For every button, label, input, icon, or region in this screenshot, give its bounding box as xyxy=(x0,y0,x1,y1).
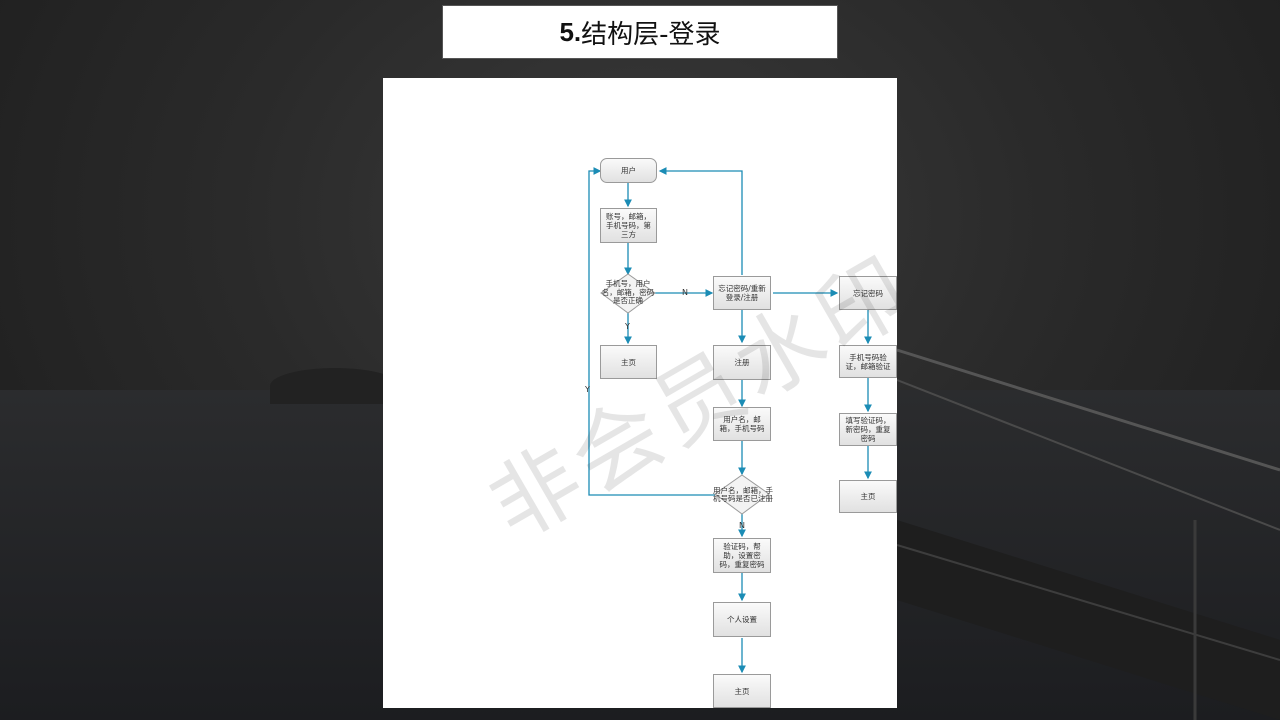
decision-check-registered xyxy=(714,474,770,515)
decision-check-valid xyxy=(600,273,656,314)
node-fill-code: 填写验证码，新密码，重复密码 xyxy=(839,413,897,446)
label-y-loop: Y xyxy=(585,385,590,394)
title-number: 5. xyxy=(559,16,582,47)
flowchart-canvas: 用户 账号，邮箱，手机号码，第三方 手机号，用户名，邮箱，密码是否正确 忘记密码… xyxy=(383,78,897,708)
node-verify-help: 验证码，帮助，设置密码，重复密码 xyxy=(713,538,771,573)
node-phone-verify: 手机号码验证，邮箱验证 xyxy=(839,345,897,378)
node-home-left: 主页 xyxy=(600,345,657,379)
node-register: 注册 xyxy=(713,345,771,380)
node-home-right: 主页 xyxy=(839,480,897,513)
node-user: 用户 xyxy=(600,158,657,183)
background-hill xyxy=(270,368,400,404)
node-check-valid-label: 手机号，用户名，邮箱，密码是否正确 xyxy=(601,279,655,306)
node-check-registered-label: 用户名，邮箱，手机号码是否已注册 xyxy=(713,485,773,503)
node-home-bottom: 主页 xyxy=(713,674,771,708)
label-n-registered: N xyxy=(739,521,745,530)
node-forgot-relogin: 忘记密码/重新登录/注册 xyxy=(713,276,771,310)
flowchart-edges xyxy=(588,167,872,674)
title-text: 结构层-登录 xyxy=(581,19,721,50)
node-forgot-password: 忘记密码 xyxy=(839,276,897,310)
slide-title: 5. 结构层-登录 xyxy=(442,5,838,59)
node-personal-settings: 个人设置 xyxy=(713,602,771,637)
label-n-check: N xyxy=(682,288,688,297)
edge-forgot-user xyxy=(658,167,743,275)
edge-registered-user xyxy=(588,167,715,496)
node-account: 账号，邮箱，手机号码，第三方 xyxy=(600,208,657,243)
node-register-info: 用户名，邮箱，手机号码 xyxy=(713,407,771,441)
label-y-check: Y xyxy=(625,322,630,331)
